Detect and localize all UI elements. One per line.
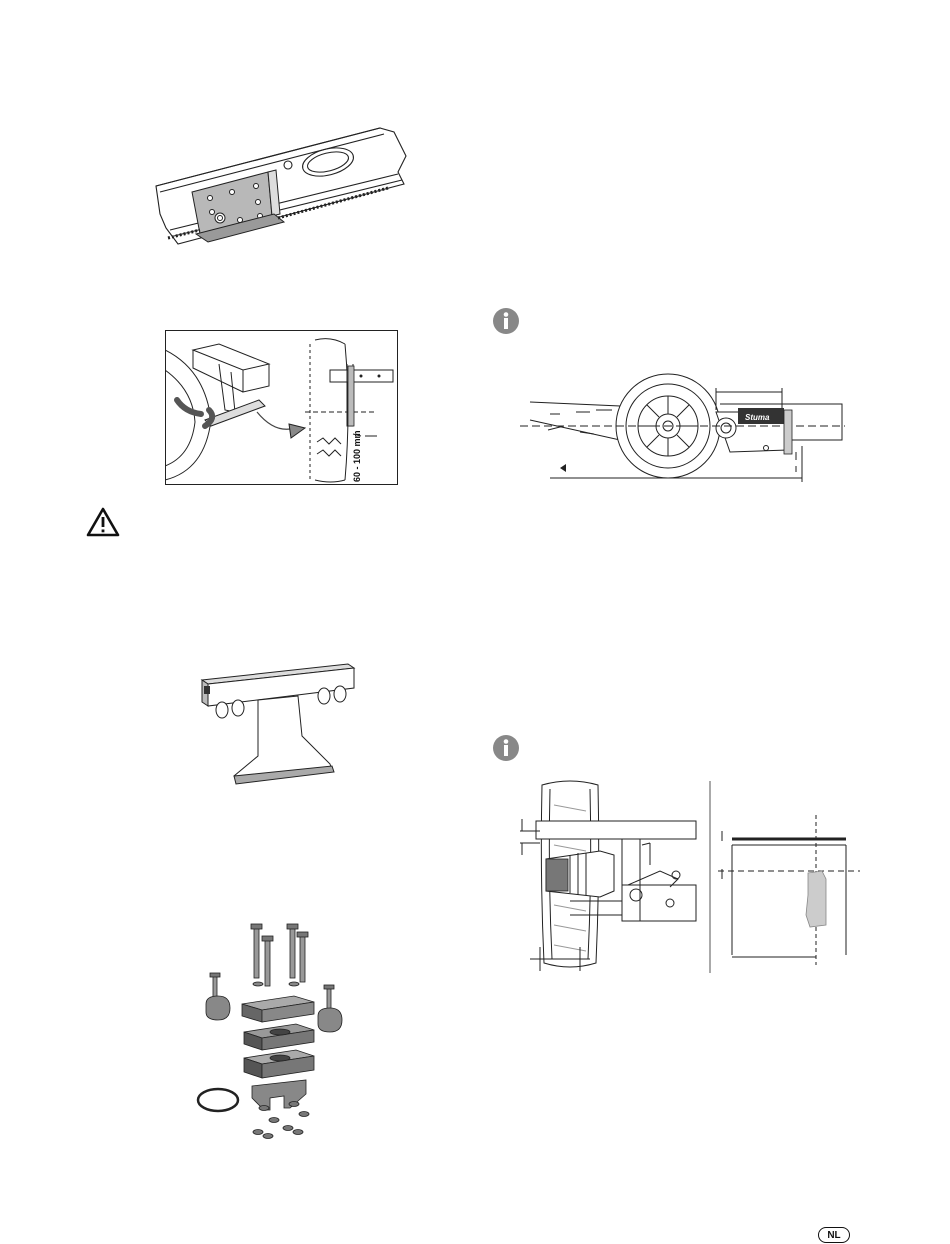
crossbar-figure: [198, 660, 358, 790]
wheel-clearance-figure: 60 - 100 mm: [165, 330, 398, 485]
info-circle-icon: [492, 734, 520, 767]
hardware-kit-figure: [194, 918, 359, 1143]
info-circle-icon: [492, 307, 520, 340]
chassis-mount-figure: [148, 118, 413, 248]
top-view-figure: Stuma: [520, 370, 845, 490]
language-badge: NL: [818, 1227, 850, 1243]
stuma-logo: Stuma: [745, 413, 770, 422]
warning-triangle-icon: [86, 507, 120, 542]
wheel-section-figure: [510, 775, 860, 980]
clearance-dimension-label: 60 - 100 mm: [352, 430, 362, 482]
